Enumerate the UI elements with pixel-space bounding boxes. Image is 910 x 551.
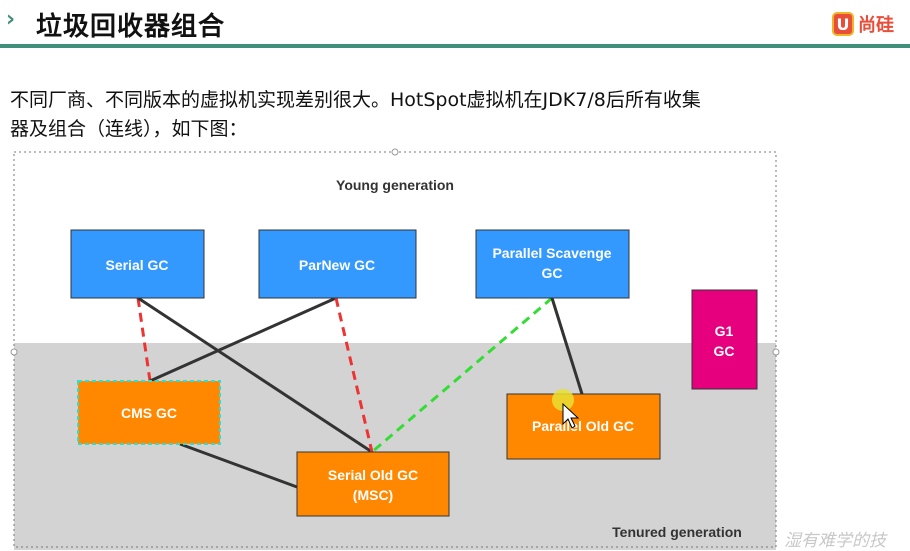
slide-title: 垃圾回收器组合 <box>36 12 226 42</box>
g1-label-1: G1 <box>715 323 734 339</box>
serial-old-gc-box[interactable]: Serial Old GC (MSC) <box>296 451 450 517</box>
intro-line-1: 不同厂商、不同版本的虚拟机实现差别很大。HotSpot虚拟机在JDK7/8后所有… <box>10 89 701 111</box>
parallel-scavenge-label-2: GC <box>542 265 563 281</box>
chevron-right-icon: › <box>6 7 16 32</box>
serial-old-label-2: (MSC) <box>353 487 393 503</box>
link-parnew-cms <box>149 296 337 383</box>
parnew-gc-label: ParNew GC <box>299 257 375 273</box>
parallel-scavenge-gc-box[interactable]: Parallel Scavenge GC <box>475 229 630 299</box>
intro-paragraph: 不同厂商、不同版本的虚拟机实现差别很大。HotSpot虚拟机在JDK7/8后所有… <box>10 86 910 144</box>
resize-handle-top[interactable] <box>391 148 399 156</box>
link-parallelscavenge-serialold <box>371 296 553 454</box>
parnew-gc-box[interactable]: ParNew GC <box>258 229 417 299</box>
g1-label-2: GC <box>714 343 735 359</box>
selection-handles[interactable] <box>10 148 780 356</box>
header-divider <box>0 44 910 48</box>
serial-gc-label: Serial GC <box>105 257 168 273</box>
mouse-cursor-icon <box>552 389 580 429</box>
serial-old-label-1: Serial Old GC <box>328 467 418 483</box>
tenured-generation-area <box>14 343 776 550</box>
intro-line-2: 器及组合（连线），如下图： <box>10 118 248 140</box>
link-parallelscavenge-parallelold <box>550 297 584 395</box>
link-cms-serialold <box>179 442 298 489</box>
parallel-old-gc-box[interactable]: Parallel Old GC <box>506 393 661 460</box>
link-parnew-serialold <box>334 297 374 453</box>
resize-handle-right[interactable] <box>772 348 780 356</box>
cms-gc-label: CMS GC <box>121 405 177 421</box>
parallel-scavenge-label-1: Parallel Scavenge <box>492 245 611 261</box>
serial-gc-box[interactable]: Serial GC <box>70 229 205 299</box>
parallel-old-label: Parallel Old GC <box>532 418 634 434</box>
watermark: 湿有难学的技 <box>784 531 886 551</box>
brand-logo: U 尚硅 <box>832 10 894 38</box>
logo-mark-icon: U <box>832 12 854 36</box>
slide-header: › 垃圾回收器组合 U 尚硅 <box>0 0 910 48</box>
cms-gc-box[interactable]: CMS GC <box>77 380 221 445</box>
resize-handle-left[interactable] <box>10 348 18 356</box>
young-generation-label: Young generation <box>336 177 454 193</box>
tenured-generation-label: Tenured generation <box>612 524 742 540</box>
link-serial-serialold <box>137 296 373 454</box>
logo-text: 尚硅 <box>858 15 894 36</box>
g1-gc-box[interactable]: G1 GC <box>691 289 758 390</box>
